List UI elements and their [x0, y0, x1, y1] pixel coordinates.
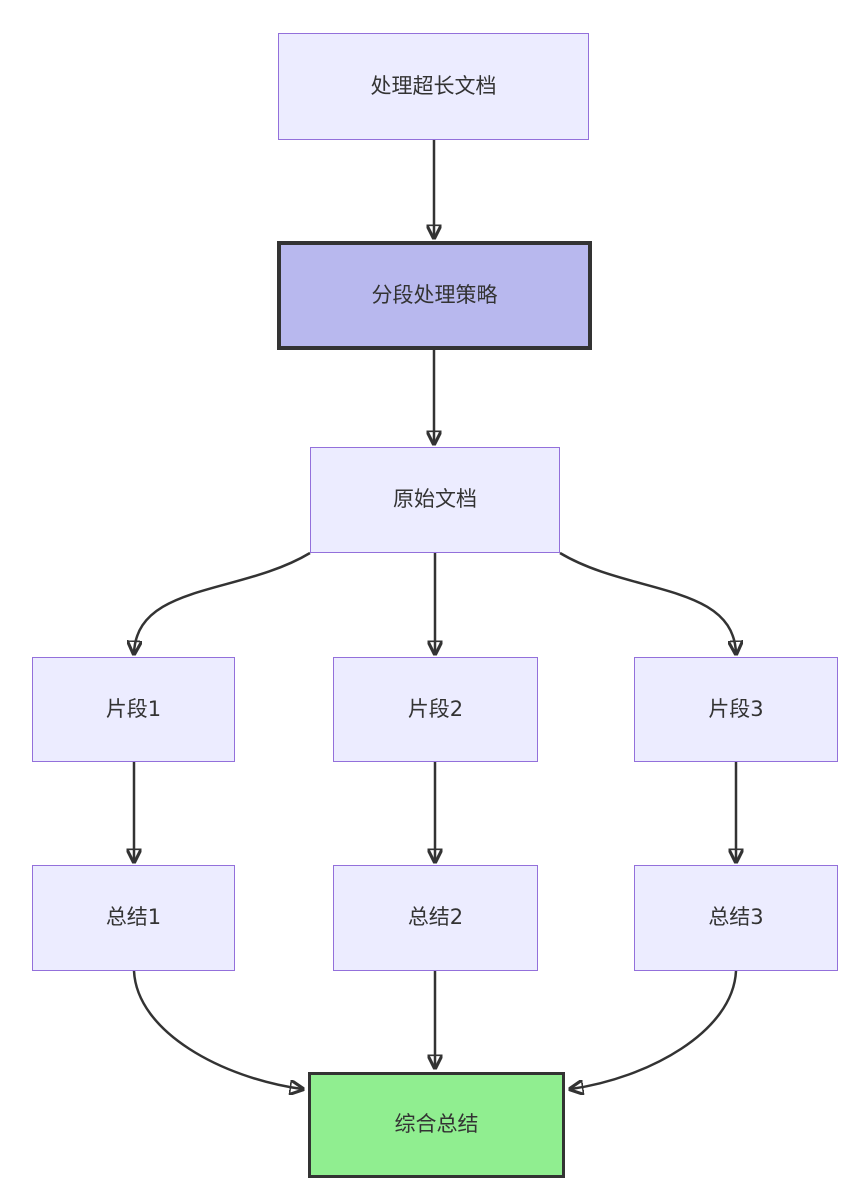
node-fragment-2-label: 片段2 — [407, 696, 464, 721]
node-original-document-label: 原始文档 — [393, 487, 477, 512]
node-segmentation-strategy-label: 分段处理策略 — [371, 282, 498, 307]
node-summary-3-label: 总结3 — [708, 905, 764, 930]
node-segmentation-strategy: 分段处理策略 — [277, 241, 592, 350]
edge-c-d1 — [134, 551, 311, 653]
node-fragment-1-label: 片段1 — [105, 696, 162, 721]
edge-e1-f — [132, 970, 302, 1089]
node-summary-1-label: 总结1 — [105, 905, 162, 930]
node-fragment-1: 片段1 — [32, 657, 235, 762]
node-process-long-document: 处理超长文档 — [278, 33, 589, 140]
node-fragment-3-label: 片段3 — [708, 696, 764, 721]
node-summary-3: 总结3 — [634, 865, 838, 971]
node-summary-1: 总结1 — [32, 865, 235, 971]
edge-e3-f — [571, 970, 738, 1089]
node-fragment-3: 片段3 — [634, 657, 838, 762]
node-summary-2: 总结2 — [333, 865, 538, 971]
node-process-long-document-label: 处理超长文档 — [370, 73, 497, 98]
node-original-document: 原始文档 — [310, 447, 560, 553]
edge-c-d3 — [559, 551, 736, 653]
node-summary-2-label: 总结2 — [407, 905, 464, 930]
node-combined-summary-label: 综合总结 — [394, 1112, 479, 1137]
node-combined-summary: 综合总结 — [308, 1072, 565, 1178]
node-fragment-2: 片段2 — [333, 657, 538, 762]
